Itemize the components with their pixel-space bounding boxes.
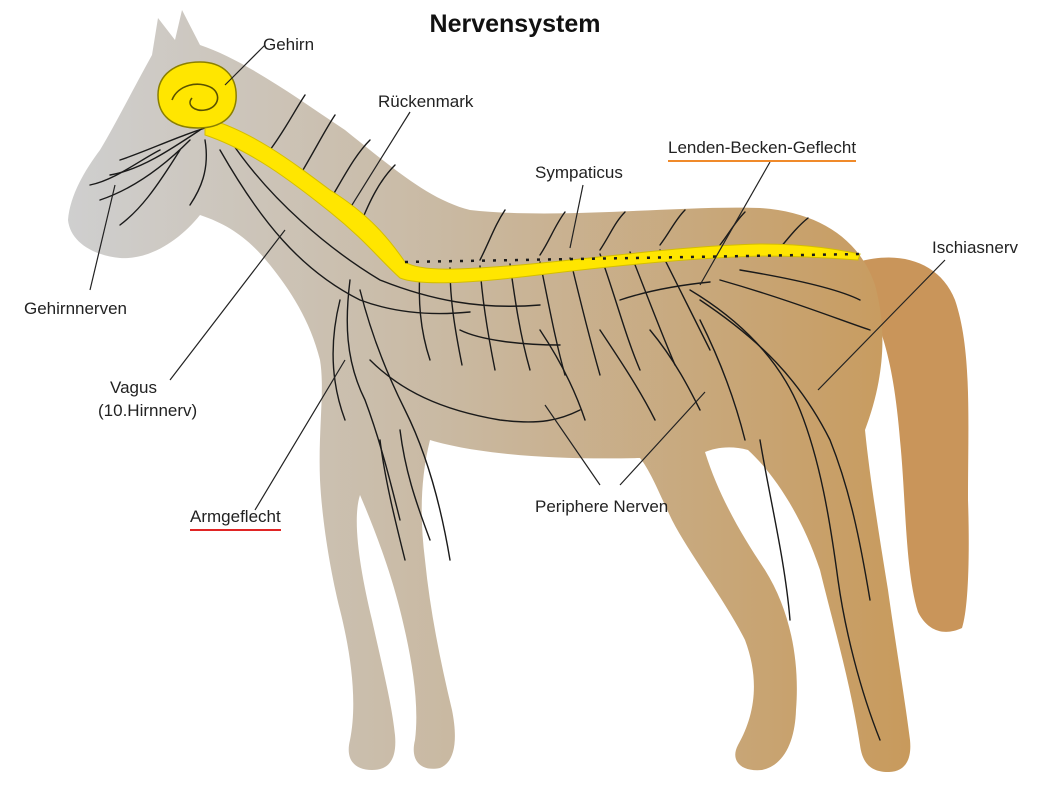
leader-rueckenmark [351,111,411,206]
leader-periphere-2 [619,391,706,486]
spinal-cord [204,117,861,284]
horse-body [68,10,911,772]
label-lenden-becken-geflecht: Lenden-Becken-Geflecht [668,137,857,162]
leader-vagus [169,229,286,381]
diagram-title: Nervensystem [429,10,601,38]
leader-gehirnnerven [89,184,116,291]
label-rueckenmark: Rückenmark [378,92,474,111]
label-sympaticus: Sympaticus [535,163,623,182]
label-gehirnnerven: Gehirnnerven [24,299,128,318]
leader-lenden [699,161,771,286]
label-gehirn: Gehirn [263,35,315,54]
brain [157,61,237,129]
label-vagus: Vagus [110,378,157,397]
label-ischiasnerv: Ischiasnerv [932,238,1018,257]
leader-armgeflecht [254,359,346,511]
leader-periphere-1 [544,404,601,486]
leader-ischiasnerv [817,259,946,391]
horse-silhouette [68,10,969,772]
label-vagus-subtitle: (10.Hirnnerv) [98,401,198,420]
leader-gehirn [224,44,266,86]
horse-tail [858,257,969,632]
label-periphere-nerven: Periphere Nerven [535,497,669,516]
leader-sympaticus [569,184,584,249]
label-armgeflecht: Armgeflecht [190,506,281,531]
leader-lines [89,44,946,511]
